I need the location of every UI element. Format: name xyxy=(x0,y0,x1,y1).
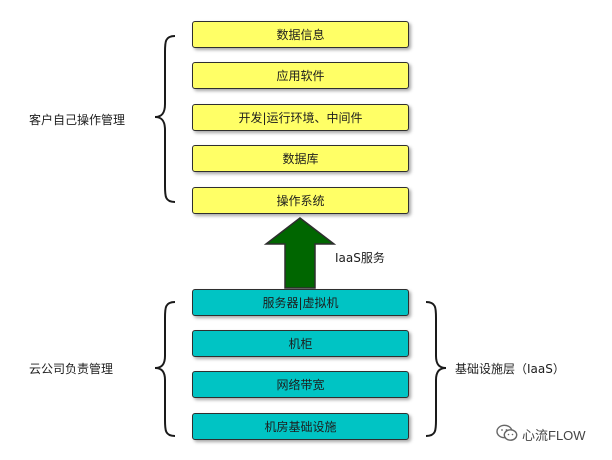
layer-runtime-middleware-label: 开发|运行环境、中间件 xyxy=(238,111,363,125)
layer-datacenter-infra: 机房基础设施 xyxy=(192,413,409,440)
watermark: 心流FLOW xyxy=(496,424,586,445)
infra-layer-label: 基础设施层（IaaS） xyxy=(455,362,565,376)
layer-data-info: 数据信息 xyxy=(192,21,409,48)
layer-server-vm: 服务器|虚拟机 xyxy=(192,289,409,316)
layer-data-info-label: 数据信息 xyxy=(276,28,325,42)
layer-cabinet: 机柜 xyxy=(192,330,409,357)
layer-network-bandwidth: 网络带宽 xyxy=(192,371,409,398)
infra-brace xyxy=(425,301,447,437)
layer-datacenter-infra-label: 机房基础设施 xyxy=(264,420,337,434)
layer-application-software: 应用软件 xyxy=(192,62,409,89)
customer-brace xyxy=(154,35,176,203)
layer-runtime-middleware: 开发|运行环境、中间件 xyxy=(192,104,409,131)
layer-server-vm-label: 服务器|虚拟机 xyxy=(262,296,339,310)
cloud-brace xyxy=(154,301,176,437)
cloud-managed-label: 云公司负责管理 xyxy=(29,362,114,376)
customer-managed-label: 客户自己操作管理 xyxy=(29,113,126,127)
wechat-icon xyxy=(496,424,518,445)
layer-application-software-label: 应用软件 xyxy=(276,69,325,83)
iaas-arrow xyxy=(263,217,337,289)
watermark-text: 心流FLOW xyxy=(522,428,586,443)
layer-network-bandwidth-label: 网络带宽 xyxy=(276,378,325,392)
layer-operating-system: 操作系统 xyxy=(192,187,409,214)
layer-database-label: 数据库 xyxy=(282,152,319,166)
layer-cabinet-label: 机柜 xyxy=(288,337,313,351)
iaas-service-label: IaaS服务 xyxy=(335,251,385,265)
layer-operating-system-label: 操作系统 xyxy=(276,194,325,208)
layer-database: 数据库 xyxy=(192,145,409,172)
